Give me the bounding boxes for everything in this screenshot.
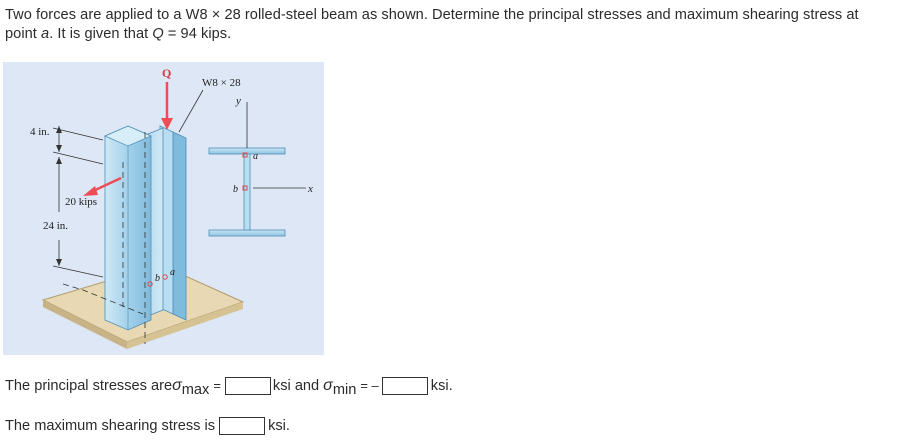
centerlines — [62, 132, 146, 344]
max-subscript: max — [181, 382, 210, 398]
problem-line-2-post: = 94 kips. — [163, 26, 232, 42]
ksi-end-text-2: ksi. — [268, 418, 290, 434]
problem-line-2: point a. It is given that Q = 94 kips. — [5, 25, 917, 44]
sigma-min-input[interactable] — [381, 377, 428, 395]
section-leader-line — [178, 89, 204, 133]
q-variable: Q — [152, 26, 164, 42]
section-label: W8 × 28 — [202, 77, 241, 89]
dimension-24in: 24 in. — [43, 220, 68, 232]
ksi-and-text: ksi and — [272, 378, 320, 394]
q-force-arrow — [161, 82, 173, 130]
sigma-min-symbol: σmin — [323, 376, 357, 398]
axis-x-label: x — [307, 183, 313, 195]
point-a-ref: a — [41, 26, 50, 42]
problem-line-2-mid: . It is given that — [49, 26, 153, 42]
beam-point-a: a — [170, 267, 175, 278]
sigma-glyph: σ — [172, 377, 182, 394]
principal-stresses-text: The principal stresses are — [5, 378, 173, 394]
beam-figure: Q W8 × 28 y x a b 4 in. 24 in. 20 kips b… — [3, 62, 324, 355]
min-subscript: min — [332, 382, 357, 398]
beam-point-b: b — [155, 273, 160, 284]
problem-statement: Two forces are applied to a W8 × 28 roll… — [5, 6, 917, 44]
problem-line-2-pre: point — [5, 26, 42, 42]
tau-max-input[interactable] — [219, 417, 266, 435]
beam-front-flange — [103, 125, 153, 331]
horizontal-force-arrow — [83, 176, 122, 196]
max-shear-text: The maximum shearing stress is — [5, 418, 216, 434]
axis-y-label: y — [235, 95, 241, 107]
cross-section-point-b: b — [233, 184, 238, 195]
sigma-max-input[interactable] — [224, 377, 271, 395]
beam-diagram: Q W8 × 28 y x a b 4 in. 24 in. 20 kips b… — [30, 66, 313, 349]
ksi-end-text: ksi. — [430, 378, 453, 394]
equals-negative-sign: = – — [360, 378, 379, 393]
dimension-4in: 4 in. — [30, 126, 50, 138]
beam-points — [147, 274, 168, 287]
q-label: Q — [162, 66, 171, 80]
principal-stresses-row: The principal stresses are σmax = ksi an… — [5, 376, 453, 398]
problem-line-1: Two forces are applied to a W8 × 28 roll… — [5, 7, 859, 23]
equals-sign: = — [213, 378, 221, 393]
max-shear-row: The maximum shearing stress is ksi. — [5, 416, 290, 436]
force-label: 20 kips — [65, 196, 97, 208]
dimension-lines — [52, 126, 104, 278]
sigma-max-symbol: σmax — [172, 376, 210, 398]
sigma-glyph-2: σ — [323, 377, 333, 394]
cross-section-point-a: a — [253, 151, 258, 162]
beam-back-flange — [159, 125, 187, 321]
cross-section — [208, 102, 306, 237]
